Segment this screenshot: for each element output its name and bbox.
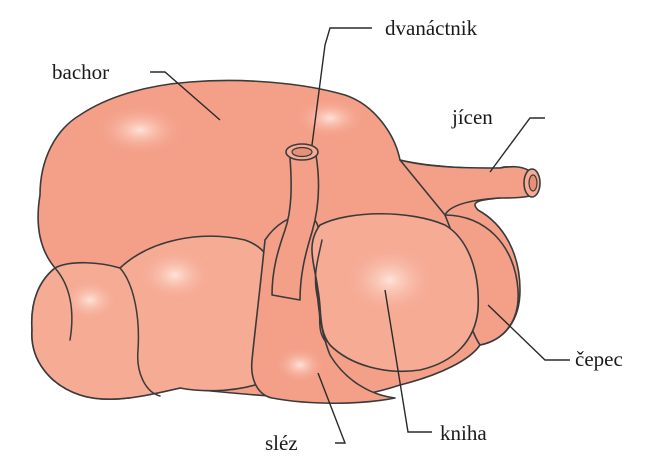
duodenum-opening-inner <box>292 148 312 157</box>
label-slez: sléz <box>265 431 298 455</box>
leader-jicen <box>490 118 545 172</box>
abomasum-highlight <box>275 347 325 383</box>
esophagus-opening-inner <box>529 175 537 191</box>
label-dvanactnik: dvanáctnik <box>385 16 478 40</box>
rumen-highlight-2 <box>295 98 365 138</box>
rumen-highlight <box>95 105 185 155</box>
label-jicen: jícen <box>451 105 493 129</box>
label-cepec: čepec <box>575 347 623 371</box>
label-kniha: kniha <box>440 421 487 445</box>
label-bachor: bachor <box>52 60 109 84</box>
lobe-highlight-2 <box>60 278 120 322</box>
omasum-highlight <box>340 242 440 318</box>
lobe-highlight <box>135 247 215 303</box>
